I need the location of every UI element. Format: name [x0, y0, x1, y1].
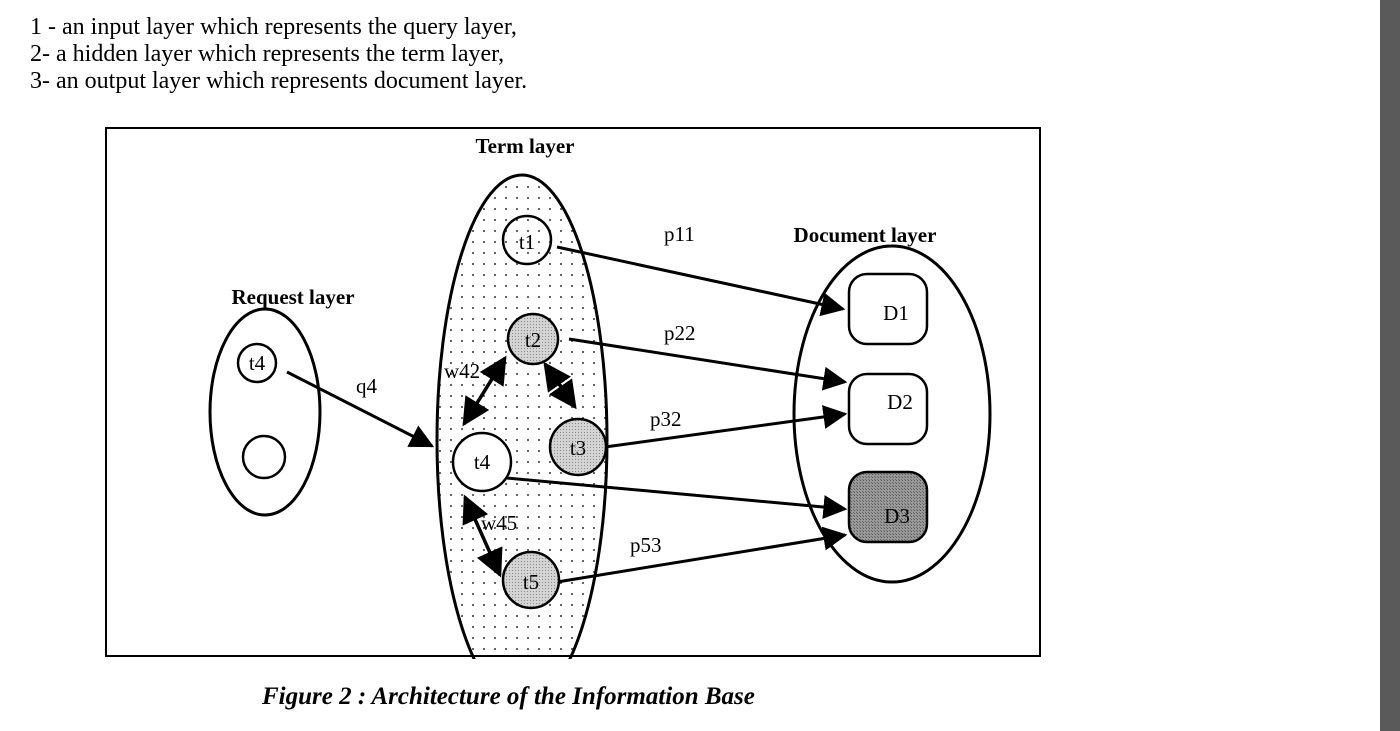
request-node-t4-label: t4	[249, 351, 266, 375]
document-node-d2	[847, 372, 929, 446]
request-layer-ellipse	[208, 307, 322, 517]
term-layer-label: Term layer	[476, 134, 575, 158]
weight-q4: q4	[356, 374, 378, 398]
weight-w45: w45	[481, 511, 517, 535]
term-node-t1	[501, 214, 553, 266]
edge-t2-t3	[543, 361, 577, 410]
term-node-t2	[506, 312, 560, 366]
term-node-t4	[451, 431, 513, 493]
term-node-t2-label: t2	[525, 328, 541, 352]
edge-t4-d3	[506, 476, 848, 519]
edge-p53	[556, 526, 848, 584]
intro-list: 1 - an input layer which represents the …	[30, 14, 527, 95]
request-node-t4	[236, 342, 278, 384]
document-layer-label: Document layer	[794, 223, 937, 247]
weight-p22: p22	[664, 321, 696, 345]
weight-p11: p11	[664, 222, 695, 246]
intro-line-3: 3- an output layer which represents docu…	[30, 68, 528, 94]
edge-p22	[568, 337, 848, 391]
vertical-scrollbar[interactable]	[1380, 0, 1400, 731]
weight-p53: p53	[630, 533, 662, 557]
document-node-d1-label: D1	[883, 301, 909, 325]
edge-p32	[604, 405, 848, 449]
term-node-t3-label: t3	[570, 436, 586, 460]
edge-q4	[286, 370, 435, 448]
weight-p32: p32	[650, 407, 682, 431]
document-node-d1	[847, 272, 929, 346]
edge-w42	[462, 355, 507, 427]
scrollbar-thumb[interactable]	[1380, 0, 1400, 731]
term-node-t5	[501, 550, 561, 610]
intro-line-2: 2- a hidden layer which represents the t…	[30, 41, 505, 67]
term-node-t3	[548, 417, 608, 477]
weight-w42: w42	[444, 359, 480, 383]
document-node-d3	[847, 470, 929, 544]
architecture-figure: Term layer Request layer Document layer …	[105, 127, 1041, 659]
edge-p11	[556, 245, 846, 317]
term-node-t1-label: t1	[519, 230, 535, 254]
term-node-t4-label: t4	[474, 450, 491, 474]
figure-caption: Figure 2 : Architecture of the Informati…	[262, 683, 755, 710]
term-node-t5-label: t5	[523, 570, 539, 594]
document-node-d2-label: D2	[887, 390, 913, 414]
intro-line-1: 1 - an input layer which represents the …	[30, 14, 517, 40]
architecture-diagram: Term layer Request layer Document layer …	[208, 134, 992, 659]
request-layer-label: Request layer	[231, 285, 354, 309]
document-node-d3-label: D3	[884, 504, 910, 528]
request-node-empty	[241, 434, 287, 480]
edge-w45	[462, 494, 503, 578]
